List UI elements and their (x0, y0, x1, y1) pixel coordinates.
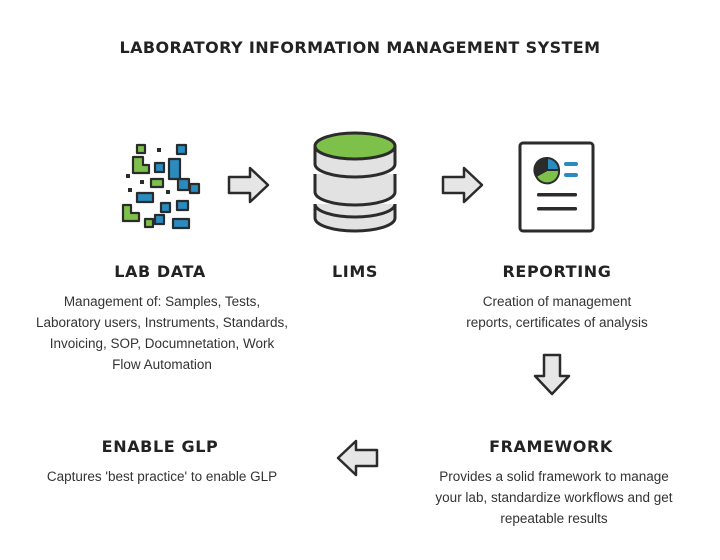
report-document-icon (518, 141, 595, 233)
lims-heading: LIMS (332, 262, 378, 281)
lab-data-line: Laboratory users, Instruments, Standards… (35, 315, 289, 330)
reporting-description: Creation of management reports, certific… (437, 291, 677, 333)
lab-data-heading: LAB DATA (114, 262, 206, 281)
enable-glp-heading: ENABLE GLP (101, 437, 219, 456)
framework-heading: FRAMEWORK (489, 437, 613, 456)
enable-glp-line: Captures 'best practice' to enable GLP (46, 469, 278, 484)
database-icon (313, 131, 397, 233)
arrow-left-icon (336, 439, 379, 477)
diagram-title: LABORATORY INFORMATION MANAGEMENT SYSTEM (119, 38, 601, 57)
framework-description: Provides a solid framework to manage you… (421, 466, 687, 529)
reporting-line: reports, certificates of analysis (466, 315, 648, 330)
reporting-heading: REPORTING (502, 262, 612, 281)
framework-line: Provides a solid framework to manage (439, 469, 669, 484)
reporting-line: Creation of management (482, 294, 632, 309)
lab-data-line: Invoicing, SOP, Documnetation, Work (49, 336, 275, 351)
lab-data-line: Flow Automation (112, 357, 212, 372)
arrow-right-icon (441, 166, 484, 204)
arrow-down-icon (533, 353, 571, 396)
framework-line: repeatable results (500, 511, 608, 526)
lab-data-description: Management of: Samples, Tests, Laborator… (20, 291, 304, 375)
framework-line: your lab, standardize workflows and get (435, 490, 673, 505)
enable-glp-description: Captures 'best practice' to enable GLP (20, 466, 304, 487)
lab-data-line: Management of: Samples, Tests, (63, 294, 261, 309)
arrow-right-icon (227, 166, 270, 204)
data-blocks-icon (121, 143, 201, 230)
